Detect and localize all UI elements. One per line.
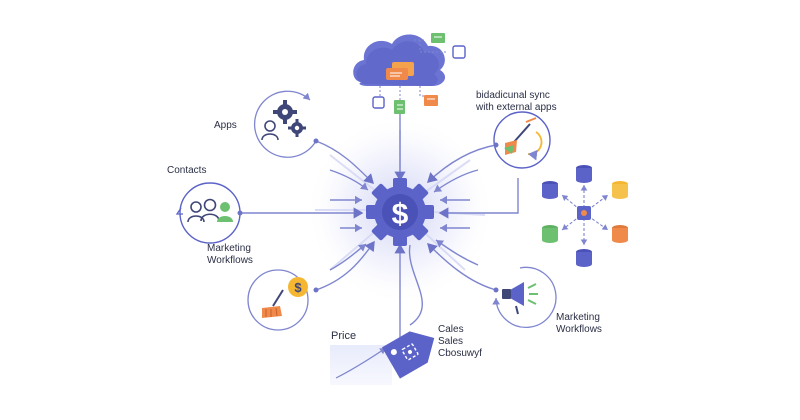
contacts-node	[175, 182, 243, 244]
connector-finance	[315, 240, 375, 291]
marketing-right-label: Marketing Workflows	[556, 312, 602, 336]
marketing-node	[492, 266, 557, 328]
sales-line3: Cbosuwyf	[438, 348, 482, 359]
people-group-icon	[187, 198, 220, 223]
database-icon-top-left	[542, 181, 558, 199]
sync-line1: bidadicunal sync	[476, 90, 550, 101]
connector-marketing	[427, 243, 497, 291]
database-icon-bottom-right	[612, 225, 628, 243]
apps-label: Apps	[214, 120, 237, 131]
marketing-left-label: Marketing Workflows	[207, 243, 253, 267]
marketing-right-line1: Marketing	[556, 312, 600, 323]
price-label: Price	[331, 330, 357, 342]
connector-sync	[426, 144, 497, 183]
price-panel	[330, 345, 392, 385]
connector-apps	[315, 140, 374, 184]
gears-person-icon	[261, 100, 306, 141]
dollar-symbol: $	[294, 280, 302, 295]
hub-gear-icon	[366, 178, 434, 246]
database-icon-top-right	[612, 181, 628, 199]
megaphone-icon	[502, 282, 538, 315]
hub-symbol: $	[392, 198, 409, 231]
broom-dollar-icon	[262, 277, 308, 318]
finance-node	[247, 269, 319, 331]
database-network	[542, 165, 628, 267]
contacts-label: Contacts	[167, 165, 207, 176]
database-icon-bottom	[576, 249, 592, 267]
cloud-icon	[353, 33, 466, 114]
marketing-left-line2: Workflows	[207, 255, 253, 266]
marketing-left-line1: Marketing	[207, 243, 251, 254]
marketing-right-line2: Workflows	[556, 324, 602, 335]
broom-refresh-icon	[504, 117, 543, 161]
database-icon-top	[576, 165, 592, 183]
connectors	[240, 110, 519, 360]
sync-node	[493, 111, 551, 169]
connector-databases	[438, 178, 519, 219]
sales-line1: Cales	[438, 324, 464, 335]
sync-line2: with external apps	[476, 102, 557, 113]
sync-label: bidadicunal sync with external apps	[476, 90, 557, 114]
database-icon-bottom-left	[542, 225, 558, 243]
sales-line2: Sales	[438, 336, 464, 347]
price-tag-icon	[381, 331, 435, 379]
connector-sales	[408, 244, 423, 326]
apps-node	[253, 90, 319, 158]
sales-label: Cales Sales Cbosuwyf	[438, 324, 482, 360]
